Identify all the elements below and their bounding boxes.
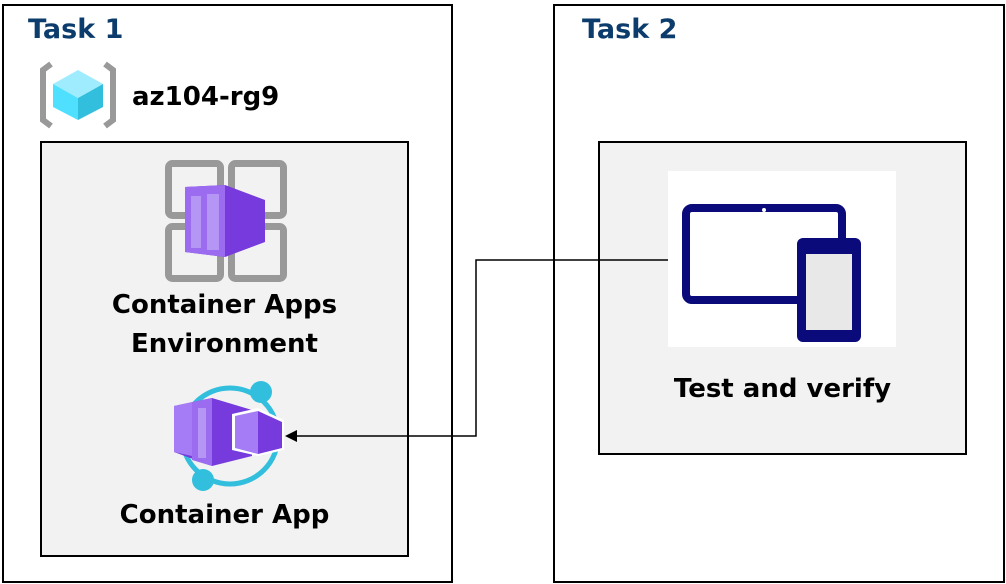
container-app-icon (174, 381, 284, 491)
devices-icon (682, 204, 861, 342)
resource-group-label: az104-rg9 (132, 82, 280, 112)
environment-label-line1: Container Apps (111, 290, 338, 320)
task2-panel (553, 4, 1005, 583)
environment-label-line2: Environment (131, 329, 318, 359)
container-apps-environment-icon (165, 160, 287, 282)
task1-title: Task 1 (28, 14, 124, 45)
resource-group-icon (40, 61, 116, 129)
container-app-label: Container App (119, 500, 330, 530)
task2-title: Task 2 (582, 14, 678, 45)
arrowhead-icon (285, 430, 297, 442)
test-label: Test and verify (673, 374, 892, 404)
task1-panel (2, 4, 453, 583)
